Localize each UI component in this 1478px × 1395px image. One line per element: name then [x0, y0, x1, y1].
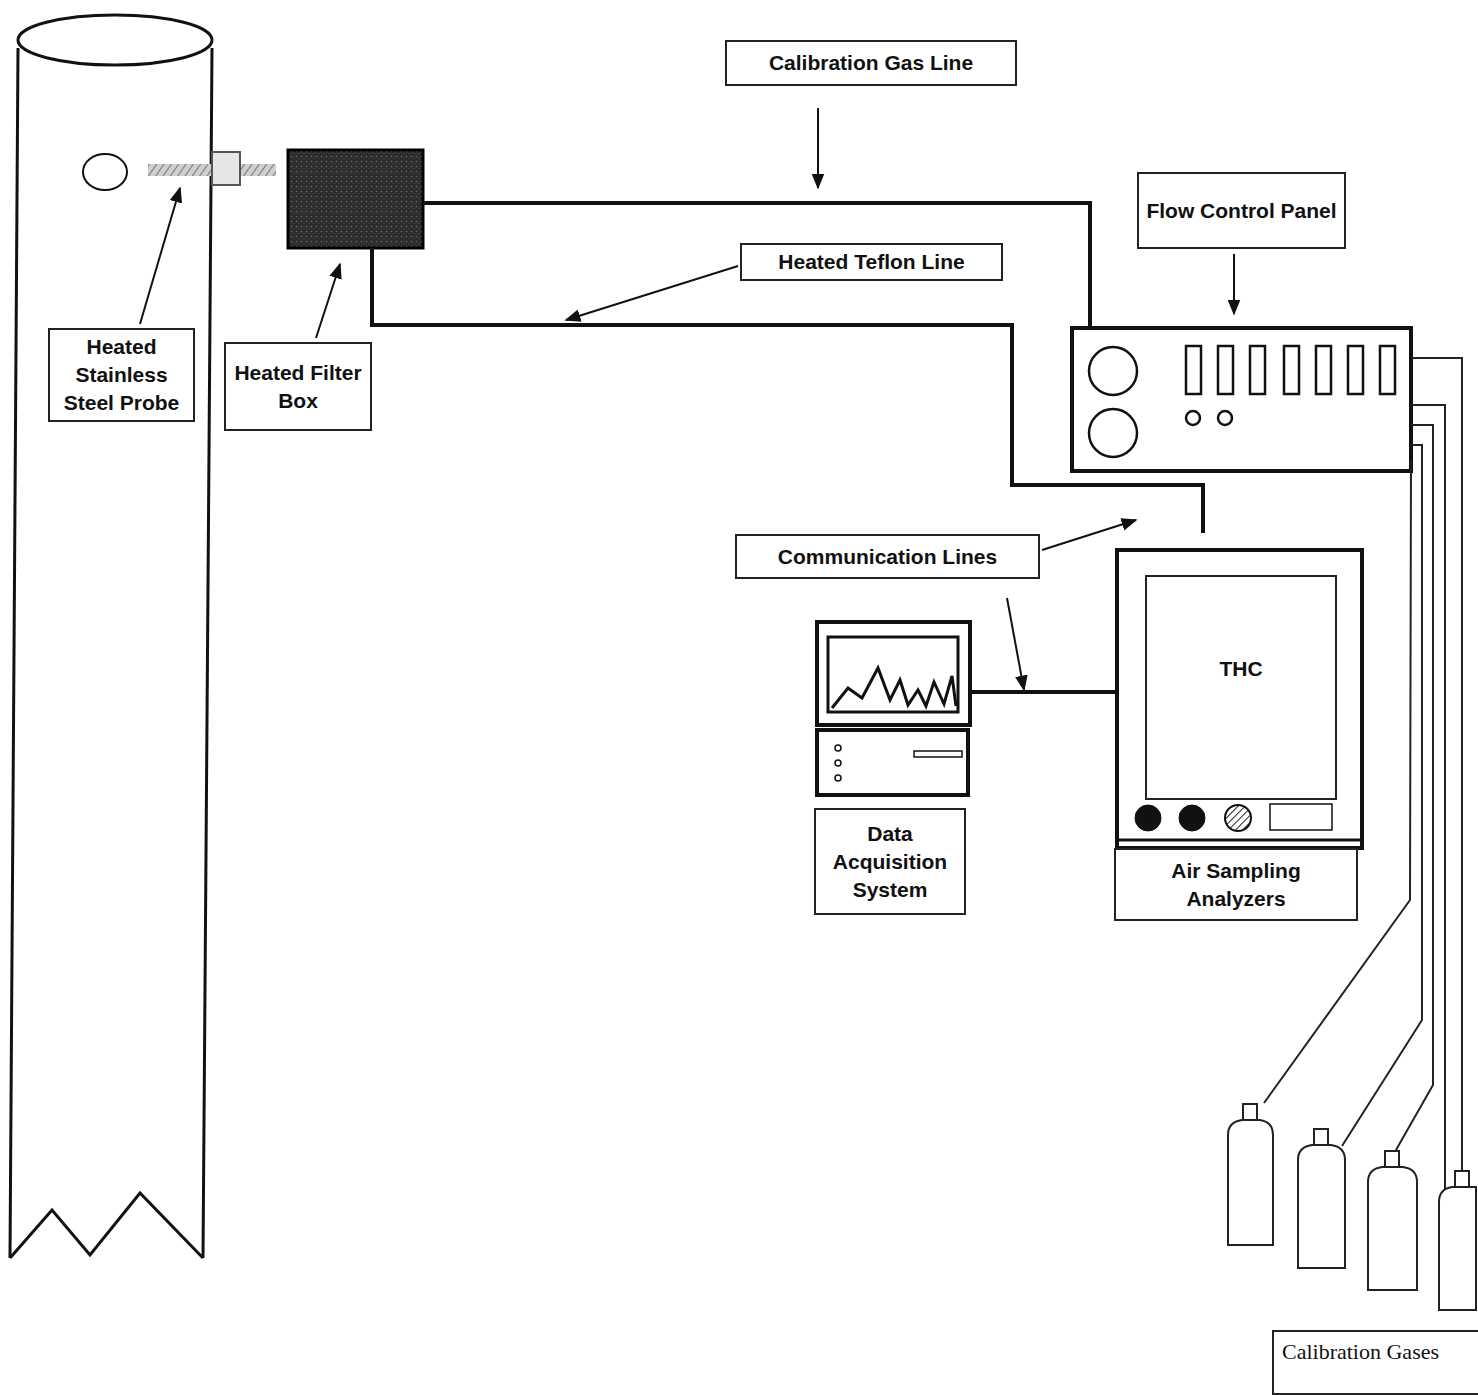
caption-box: Air Sampling Analyzers: [1114, 848, 1358, 921]
probe-part: [212, 152, 240, 185]
flow-control-panel-part: [1218, 411, 1232, 425]
stack-part: [203, 48, 212, 1258]
gas-lines-part: [1411, 358, 1462, 1172]
label-text: Air Sampling Analyzers: [1122, 857, 1350, 913]
analyzer-housing-part: [1117, 839, 1362, 842]
label-text: Flow Control Panel: [1146, 197, 1336, 225]
flow-control-panel-part: [1284, 346, 1299, 394]
flow-control-panel-part: [1218, 346, 1233, 394]
analyzer-label: THC: [1219, 655, 1262, 683]
sample-lines-part: [970, 690, 1117, 694]
label-text: Heated Filter Box: [232, 359, 364, 415]
flow-control-panel-part: [1348, 346, 1363, 394]
gas-lines-part: [1396, 425, 1433, 1150]
computer-part: [817, 730, 968, 795]
gas-cylinders: [1228, 1104, 1476, 1310]
leader-lines-part: [566, 266, 738, 320]
stack-part: [10, 48, 18, 1258]
computer-part: [828, 637, 958, 712]
flow-control-panel-part: [1186, 411, 1200, 425]
flow-control-panel-part: [1380, 346, 1395, 394]
gas-lines-part: [1411, 405, 1445, 1190]
gas-cylinders-part: [1368, 1167, 1417, 1290]
caption-box: Data Acquisition System: [814, 808, 966, 915]
stack-part: [10, 1193, 203, 1258]
gas-cylinders-part: [1385, 1151, 1399, 1167]
leader-lines: [140, 108, 1234, 690]
computer: [817, 622, 970, 795]
leader-lines-part: [1042, 520, 1136, 550]
sample-lines-part: [372, 248, 1203, 533]
gas-cylinders-part: [1228, 1120, 1273, 1245]
analyzer-housing-part: [1225, 805, 1251, 831]
gas-cylinders-part: [1314, 1129, 1328, 1145]
sample-lines: [372, 203, 1203, 692]
sample-lines-part: [423, 203, 1090, 328]
flow-control-panel-part: [1089, 409, 1137, 457]
callout-box: Flow Control Panel: [1137, 172, 1346, 249]
callout-box: Calibration Gas Line: [725, 40, 1017, 86]
computer-part: [835, 745, 841, 751]
flow-control-panel: [1072, 328, 1411, 471]
flow-control-panel-part: [1186, 346, 1201, 394]
computer-part: [835, 775, 841, 781]
computer-part: [832, 668, 956, 708]
stack-part: [18, 15, 212, 65]
filter-box-part: [288, 150, 423, 248]
analyzer-housing-part: [1270, 804, 1332, 830]
analyzer-housing-part: [1179, 805, 1205, 831]
callout-box: Heated Teflon Line: [740, 243, 1003, 281]
stack: [10, 15, 212, 1258]
label-text: Communication Lines: [778, 543, 997, 571]
gas-cylinders-part: [1243, 1104, 1257, 1120]
callout-box: Heated Filter Box: [224, 342, 372, 431]
label-text: Calibration Gases: [1282, 1338, 1439, 1366]
label-text: Heated Stainless Steel Probe: [56, 333, 187, 417]
flow-control-panel-part: [1316, 346, 1331, 394]
computer-part: [914, 751, 962, 757]
leader-lines-part: [817, 108, 819, 188]
filter-box: [288, 150, 423, 248]
probe: [148, 152, 276, 185]
computer-part: [835, 760, 841, 766]
gas-cylinders-part: [1455, 1171, 1469, 1187]
leader-lines-part: [1007, 598, 1024, 690]
label-text: Heated Teflon Line: [778, 248, 964, 276]
analyzer-housing: [1117, 550, 1362, 848]
callout-box: Communication Lines: [735, 534, 1040, 579]
stack-part: [83, 154, 127, 190]
flow-control-panel-part: [1089, 347, 1137, 395]
leader-lines-part: [316, 264, 340, 338]
computer-part: [817, 622, 970, 725]
label-text: Data Acquisition System: [822, 820, 958, 904]
flow-control-panel-part: [1072, 328, 1411, 471]
flow-control-panel-part: [1250, 346, 1265, 394]
caption-box: Calibration Gases: [1272, 1330, 1478, 1395]
leader-lines-part: [1233, 254, 1235, 314]
leader-lines-part: [140, 188, 180, 324]
analyzer-housing-part: [1135, 805, 1161, 831]
analyzer-housing-part: [1117, 550, 1362, 848]
gas-cylinders-part: [1439, 1187, 1476, 1310]
callout-box: Heated Stainless Steel Probe: [48, 328, 195, 422]
gas-cylinders-part: [1298, 1145, 1345, 1268]
label-text: Calibration Gas Line: [769, 49, 973, 77]
analyzer-screen: THC: [1145, 575, 1337, 800]
